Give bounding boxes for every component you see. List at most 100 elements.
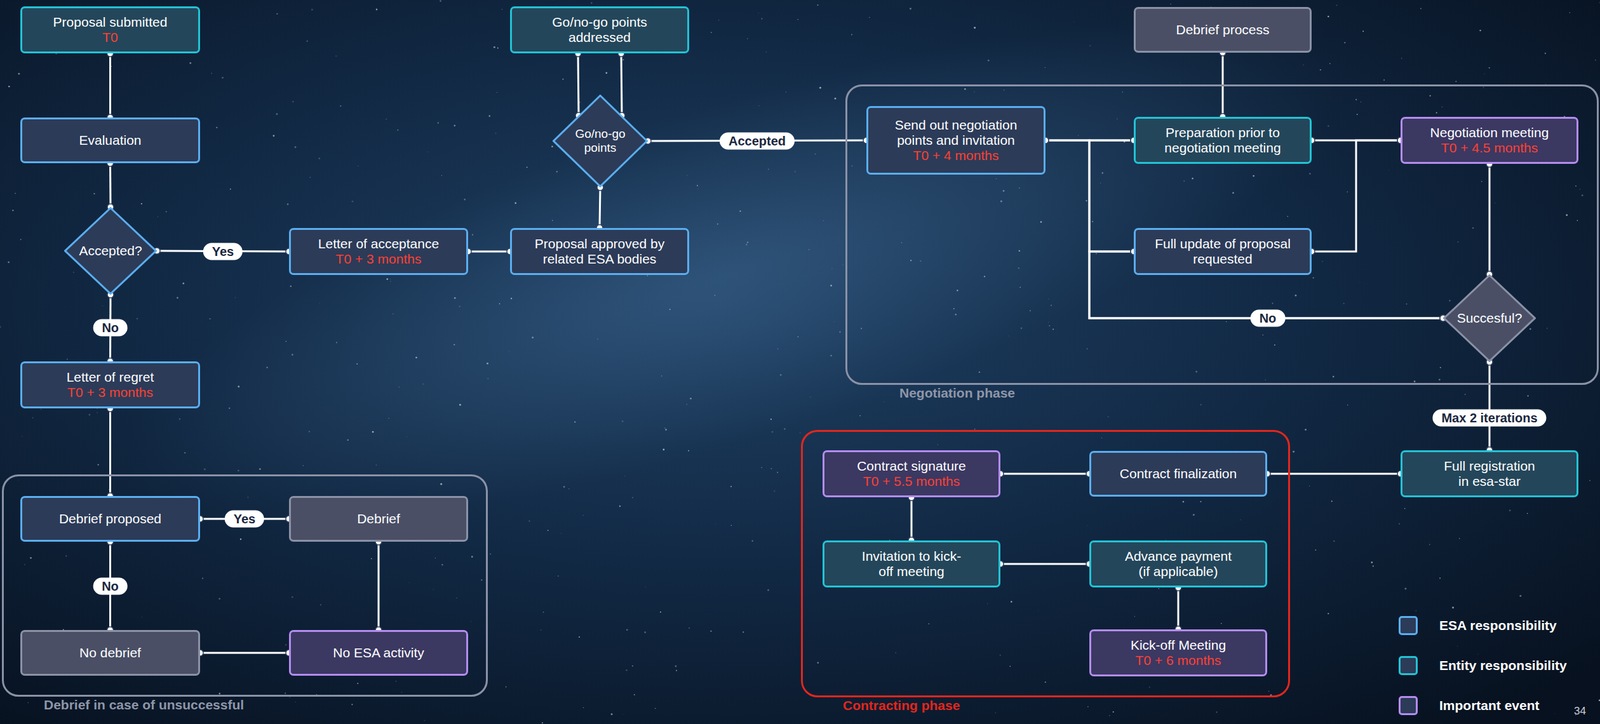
connector [1311, 140, 1401, 252]
star [318, 157, 321, 160]
star [1087, 706, 1089, 708]
star [1101, 436, 1103, 439]
star [395, 680, 397, 683]
process-box: Negotiation meetingT0 + 4.5 months [1400, 116, 1579, 164]
star [669, 308, 671, 310]
star [339, 105, 342, 107]
star [1003, 89, 1005, 91]
diamond-outline [65, 208, 157, 295]
star [372, 431, 375, 434]
star [471, 555, 474, 558]
edge-label: Yes [203, 242, 243, 260]
legend-text: ESA responsibility [1439, 618, 1557, 634]
star [742, 631, 744, 633]
star [771, 431, 774, 434]
star [631, 665, 634, 667]
star [1044, 681, 1047, 683]
star [541, 722, 544, 724]
star [1134, 616, 1136, 617]
edge-label: Max 2 iterations [1432, 409, 1547, 427]
star [631, 497, 634, 499]
star [398, 386, 400, 388]
diamond-outline [1444, 275, 1536, 362]
star [562, 78, 564, 81]
star [625, 669, 627, 671]
phase-group: Debrief proposedDebriefNo debriefNo ESA … [1, 474, 488, 697]
star [626, 629, 629, 632]
star [437, 122, 439, 124]
star [751, 539, 753, 542]
decision-diamond: Succesful? [1443, 274, 1536, 363]
star [1481, 181, 1483, 183]
star [276, 13, 278, 15]
star [209, 318, 211, 320]
star [622, 713, 624, 716]
star [783, 428, 786, 431]
star [1169, 3, 1172, 6]
star [563, 485, 566, 488]
star [547, 529, 549, 532]
star [624, 475, 626, 478]
star [66, 358, 68, 360]
star [766, 51, 768, 53]
star [247, 496, 249, 498]
star [302, 464, 304, 466]
star [497, 47, 499, 49]
star [794, 170, 796, 173]
star [937, 443, 939, 445]
star [1182, 501, 1185, 504]
star [1179, 81, 1181, 84]
star [973, 26, 976, 29]
star [480, 579, 483, 581]
star [710, 630, 712, 632]
star [1018, 250, 1021, 253]
star [351, 200, 354, 203]
star [1010, 600, 1012, 603]
connector [109, 163, 112, 208]
star [189, 62, 192, 65]
box-label: Debrief [356, 511, 401, 527]
star [320, 604, 322, 606]
star [1008, 335, 1010, 337]
star [20, 238, 22, 241]
star [1329, 62, 1331, 65]
star [526, 166, 528, 168]
star [73, 271, 75, 274]
star [1295, 294, 1298, 297]
legend-swatch [1398, 696, 1418, 716]
star [851, 34, 853, 36]
star [179, 417, 182, 420]
star [1286, 215, 1288, 217]
star [376, 464, 377, 466]
star [590, 2, 592, 4]
legend-text: Entity responsibility [1439, 658, 1567, 674]
star [883, 401, 885, 403]
star [432, 588, 434, 591]
star [1455, 80, 1457, 82]
star [1415, 610, 1417, 612]
star [1581, 194, 1584, 197]
star [12, 209, 14, 211]
star [471, 233, 474, 236]
star [1199, 501, 1202, 503]
star [1095, 252, 1097, 255]
star [488, 114, 491, 117]
star [910, 259, 912, 262]
star [997, 677, 1000, 679]
star [21, 436, 23, 437]
star [1519, 595, 1522, 598]
star [494, 132, 497, 135]
process-box: Debrief [289, 496, 469, 542]
star [1356, 113, 1358, 115]
star [1331, 500, 1333, 502]
star [441, 564, 443, 566]
star [96, 412, 98, 413]
star [1018, 267, 1020, 269]
star [1109, 715, 1110, 716]
star [101, 305, 103, 307]
star [1599, 1, 1600, 4]
connector [578, 53, 579, 116]
star [1458, 537, 1460, 539]
process-box: Evaluation [20, 117, 201, 164]
